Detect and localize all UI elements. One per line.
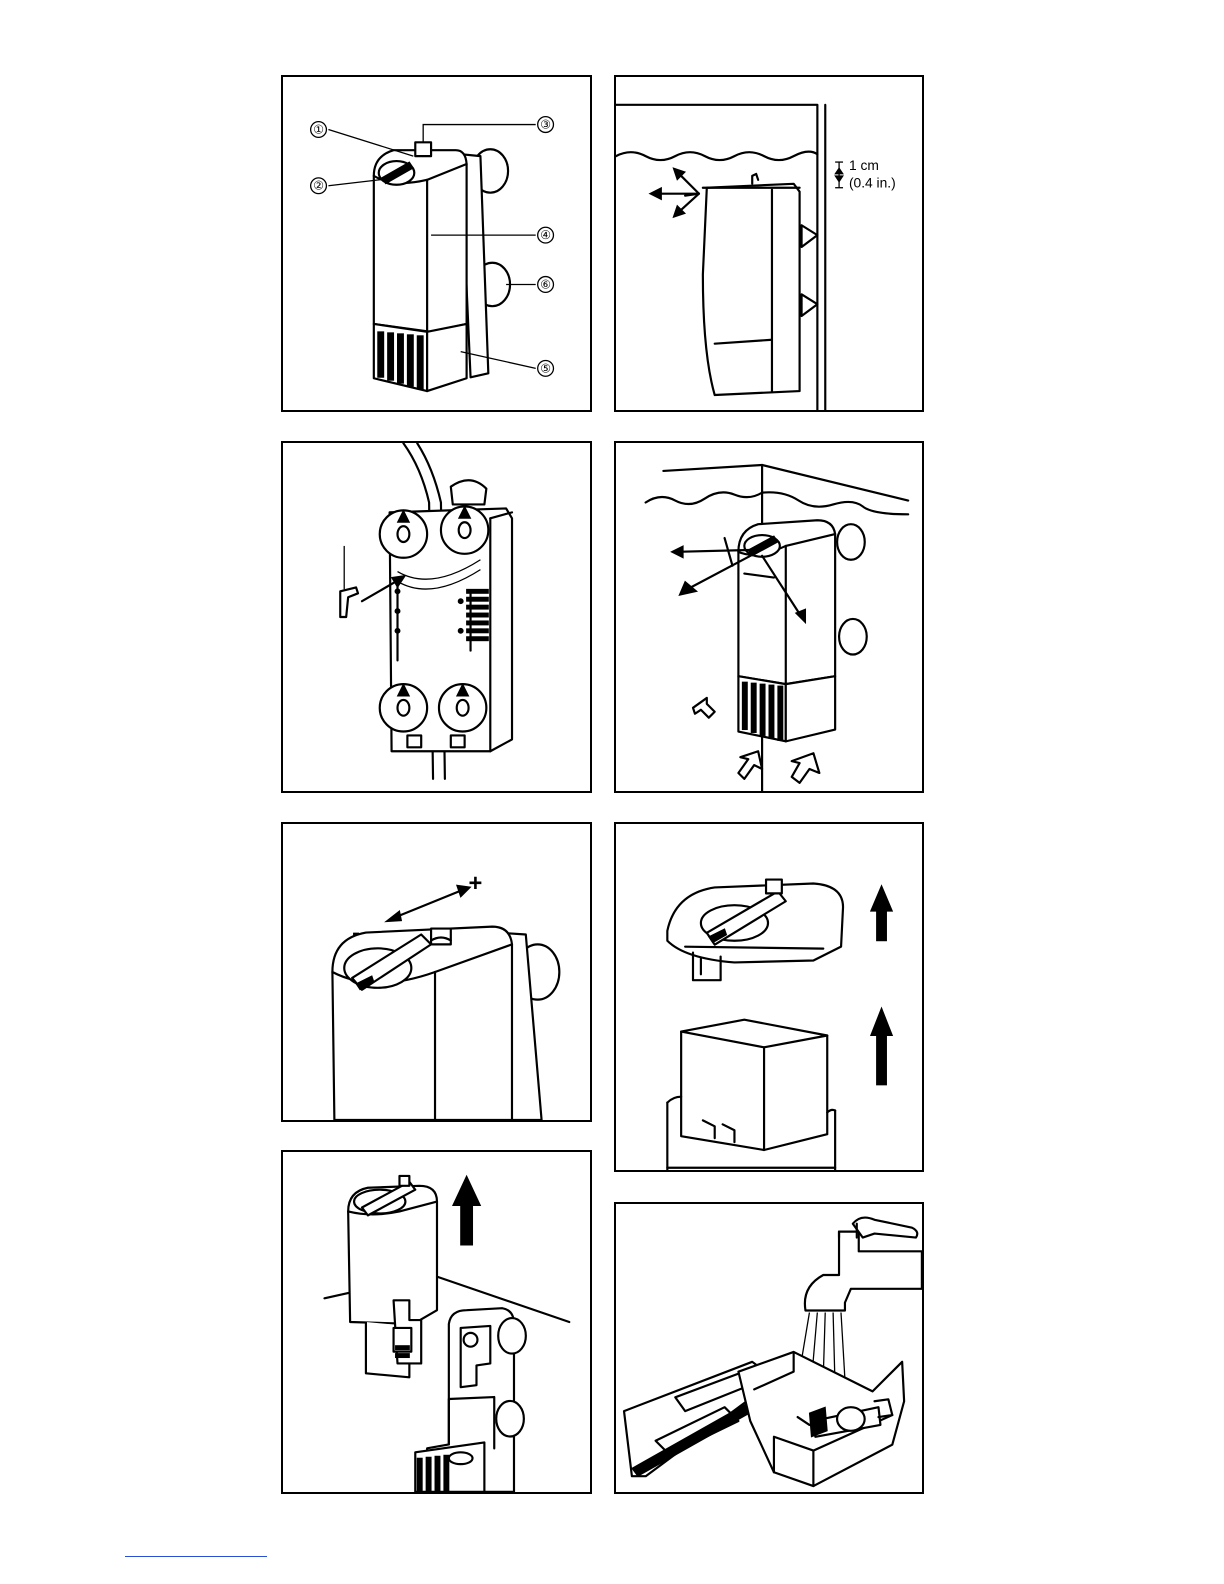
- callout-6: ⑥: [538, 277, 554, 293]
- callout-1: ①: [311, 122, 327, 138]
- plus-sign: +: [469, 871, 483, 897]
- filter-parts-illustration: ① ② ③ ④ ⑤ ⑥: [283, 77, 590, 410]
- back-mounting-illustration: [283, 443, 590, 791]
- figure-remove-cartridge: [614, 822, 924, 1172]
- water-depth-illustration: 1 cm (0.4 in.): [616, 77, 922, 410]
- callout-4: ④: [538, 227, 554, 243]
- svg-text:④: ④: [540, 228, 551, 242]
- figure-flow-adjust: - +: [281, 822, 592, 1122]
- figure-lift-filter: [281, 1150, 592, 1494]
- callout-2: ②: [311, 178, 327, 194]
- svg-text:①: ①: [313, 122, 324, 136]
- figure-rinse-parts: [614, 1202, 924, 1494]
- svg-text:②: ②: [313, 179, 324, 193]
- depth-label-imperial: (0.4 in.): [849, 175, 896, 191]
- flow-direction-illustration: [616, 443, 922, 791]
- minus-sign: -: [352, 920, 360, 946]
- svg-text:⑤: ⑤: [540, 361, 551, 375]
- flow-adjust-illustration: - +: [283, 824, 590, 1120]
- figure-water-depth: 1 cm (0.4 in.): [614, 75, 924, 412]
- svg-text:⑥: ⑥: [540, 277, 551, 291]
- footer-rule: [125, 1556, 267, 1557]
- svg-text:③: ③: [540, 118, 551, 132]
- depth-label-metric: 1 cm: [849, 157, 879, 173]
- callout-5: ⑤: [538, 360, 554, 376]
- rinse-parts-illustration: [616, 1204, 922, 1492]
- remove-cartridge-illustration: [616, 824, 922, 1170]
- figure-flow-direction: [614, 441, 924, 793]
- callout-3: ③: [538, 117, 554, 133]
- figure-filter-parts: ① ② ③ ④ ⑤ ⑥: [281, 75, 592, 412]
- lift-filter-illustration: [283, 1152, 590, 1492]
- figure-back-mounting: [281, 441, 592, 793]
